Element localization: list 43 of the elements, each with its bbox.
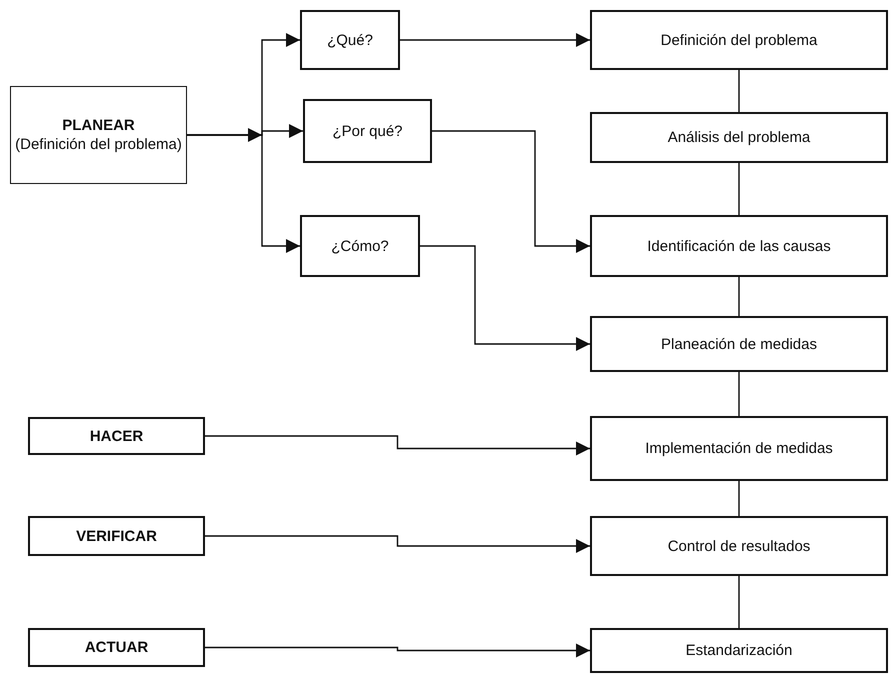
process-box [28,417,205,455]
process-box [590,416,888,481]
box-label: (Definición del problema) [15,135,182,154]
arrow [400,33,590,47]
arrow [205,435,590,456]
box-heading: VERIFICAR [76,526,157,546]
box-label: Estandarización [686,641,792,660]
box-label: ¿Por qué? [332,122,403,140]
box-label: Control de resultados [668,536,810,556]
process-box [590,628,888,673]
box-label: ¿Cómo? [331,236,389,256]
box-label: Identificación de las causas [647,236,831,256]
process-box [28,516,205,556]
box-label: Planeación de medidas [661,334,817,354]
box-label: ¿Qué? [327,30,373,50]
process-box [300,215,420,277]
process-box [590,316,888,372]
process-box [590,516,888,576]
process-box [28,628,205,667]
arrow [432,130,590,253]
arrow [205,644,590,658]
box-heading: ACTUAR [84,638,148,657]
connector-line [738,372,740,416]
process-box [303,99,432,163]
box-heading: PLANEAR [62,116,135,135]
box-label: Implementación de medidas [645,439,833,458]
process-box [10,86,187,184]
arrow [187,128,262,142]
box-label: Análisis del problema [668,128,810,147]
arrow [420,245,590,351]
process-box [300,10,400,70]
connector-line [738,277,740,316]
connector-line [738,70,740,112]
box-label: Definición del problema [660,30,818,50]
process-box [590,215,888,277]
process-box [590,112,888,163]
arrow [205,535,590,553]
box-heading: HACER [90,426,144,446]
process-box [590,10,888,70]
connector-line [738,576,740,628]
connector-line [738,481,740,516]
connector-line [738,163,740,215]
arrow [187,134,300,253]
